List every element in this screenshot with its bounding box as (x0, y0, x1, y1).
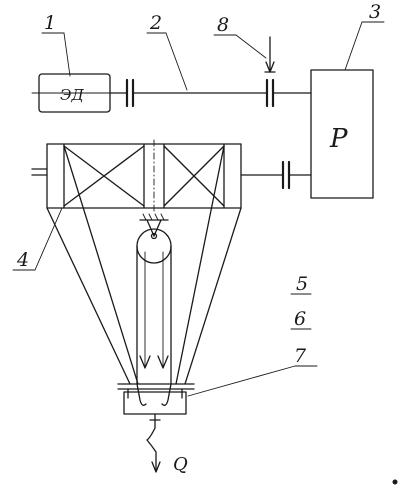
label-4: 4 (16, 249, 29, 271)
motor: ЭД (31, 73, 123, 113)
label-8: 8 (217, 14, 229, 36)
hook-block (117, 383, 195, 429)
upper-pulley (136, 228, 172, 264)
leader-lines (12, 21, 385, 397)
label-3: 3 (369, 1, 381, 23)
label-6: 6 (294, 308, 306, 330)
speck-dot (392, 479, 398, 485)
label-7: 7 (294, 345, 307, 367)
label-5: 5 (296, 273, 308, 295)
brake (264, 36, 276, 108)
coupling-motor (109, 78, 135, 108)
label-2: 2 (149, 12, 162, 34)
hook-load: Q (146, 427, 188, 475)
reducer-label: Р (329, 124, 348, 154)
ropes (46, 145, 242, 385)
drum (46, 139, 242, 213)
load-label: Q (173, 454, 188, 475)
motor-label: ЭД (60, 86, 84, 104)
reducer: Р (310, 69, 374, 199)
coupling-drum (281, 160, 291, 190)
label-1: 1 (44, 12, 56, 34)
pulley-support (139, 213, 169, 237)
